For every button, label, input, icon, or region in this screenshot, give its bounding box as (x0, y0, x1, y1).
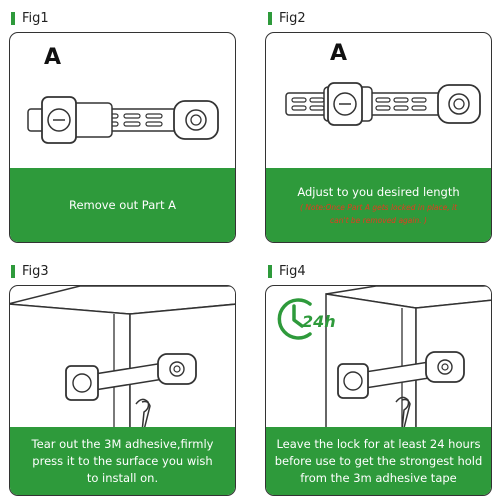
fig2-label: Fig2 (268, 9, 306, 27)
fig1-marker-bar (11, 11, 15, 25)
fig4-panel: 24h Leave the lock for at least 24 hours… (265, 285, 492, 496)
fig3-caption-line-3: to install on. (86, 470, 159, 485)
fig1-panel: A Remove out Part A (9, 32, 236, 243)
fig1-label: Fig1 (11, 9, 49, 27)
fig2-caption-text: Adjust to you desired length (297, 184, 460, 199)
fig3-label: Fig3 (11, 262, 49, 280)
fig4-title: Fig4 (279, 263, 306, 279)
fig3-panel: Tear out the 3M adhesive,firmly press it… (9, 285, 236, 496)
fig1-caption: Remove out Part A (10, 168, 235, 242)
fig3-title: Fig3 (22, 263, 49, 279)
fig3-caption-line-2: press it to the surface you wish (32, 453, 213, 468)
fig2-marker-bar (268, 11, 272, 25)
fig2-caption-note: ( Note:Once Part A gets locked in place,… (299, 202, 458, 225)
fig4-caption: Leave the lock for at least 24 hours bef… (266, 427, 491, 495)
clock-icon (277, 298, 312, 340)
fig2-strap-illustration (285, 82, 481, 126)
fig4-marker-bar (268, 264, 272, 278)
fig3-caption-line-1: Tear out the 3M adhesive,firmly (31, 436, 214, 451)
fig2-panel: A Adjust to you desired length ( Note:On… (265, 32, 492, 243)
fig1-title: Fig1 (22, 10, 49, 26)
fig3-caption: Tear out the 3M adhesive,firmly press it… (10, 427, 235, 495)
fig3-cabinet-illustration (10, 286, 235, 436)
fig3-marker-bar (11, 264, 15, 278)
fig1-strap-illustration (27, 96, 219, 144)
fig4-cabinet-illustration (325, 286, 491, 436)
fig1-part-a-marker: A (44, 45, 62, 70)
fig4-caption-line-3: from the 3m adhesive tape (300, 470, 457, 485)
fig2-title: Fig2 (279, 10, 306, 26)
fig4-24h-badge: 24h (302, 312, 336, 331)
fig1-caption-text: Remove out Part A (68, 197, 177, 212)
fig4-caption-line-1: Leave the lock for at least 24 hours (276, 436, 481, 451)
fig4-label: Fig4 (268, 262, 306, 280)
fig4-caption-line-2: before use to get the strongest hold (274, 453, 483, 468)
fig2-part-a-marker: A (330, 41, 348, 66)
fig2-caption: Adjust to you desired length ( Note:Once… (266, 168, 491, 242)
